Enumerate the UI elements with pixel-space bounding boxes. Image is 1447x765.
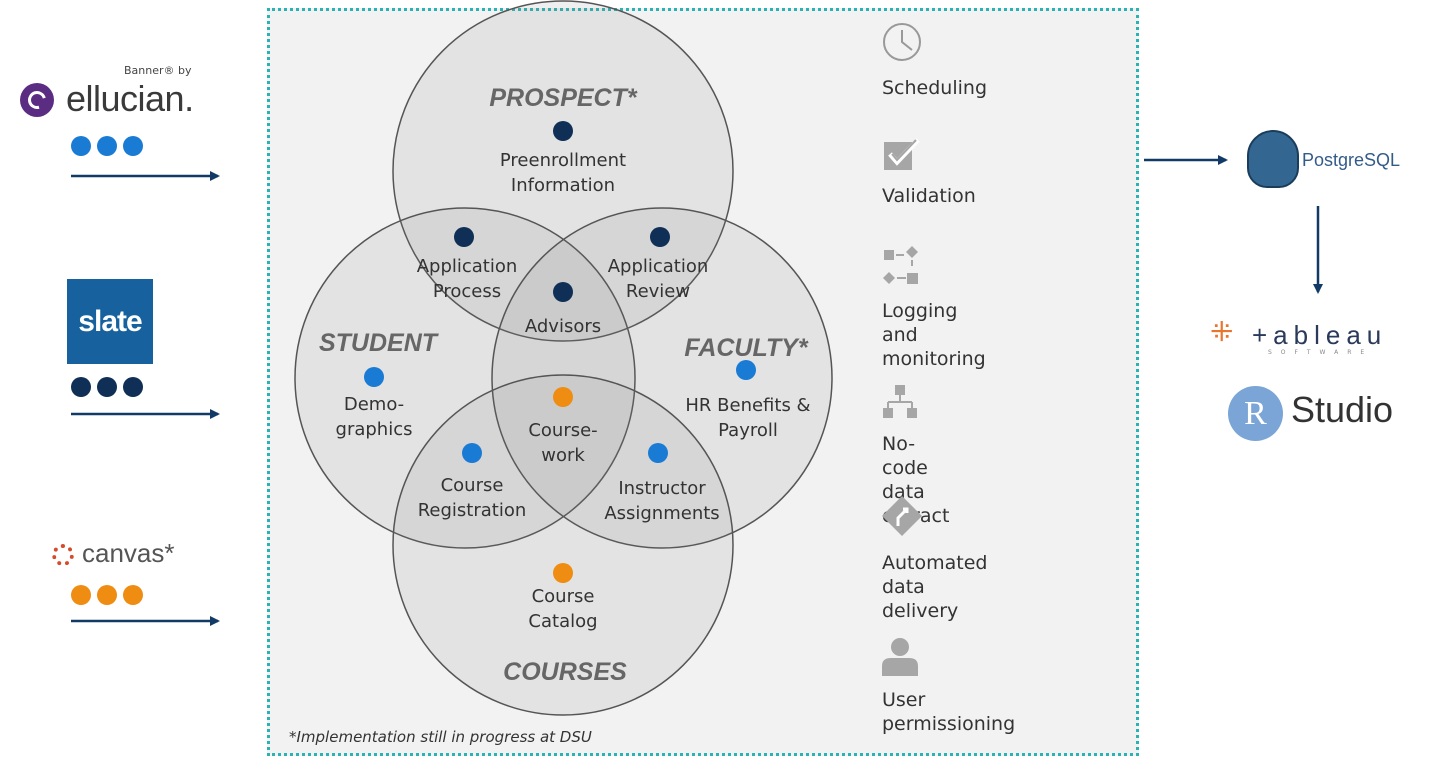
instructor-assignments-dot [648, 443, 668, 463]
rstudio-wordmark: Studio [1291, 389, 1394, 430]
hierarchy-icon [883, 385, 917, 418]
slate-dot-3 [123, 377, 143, 397]
slate-dot-2 [97, 377, 117, 397]
postgres-elephant-icon [1247, 130, 1299, 188]
footnote: *Implementation still in progress at DSU [289, 728, 592, 746]
postgres-wordmark: PostgreSQL [1302, 150, 1401, 170]
hr-benefits-dot [736, 360, 756, 380]
tableau-subtext: SOFTWARE [1268, 349, 1374, 356]
ellucian-banner-text: Banner® by [124, 64, 192, 77]
demographics-dot [364, 367, 384, 387]
prospect-circle [392, 0, 734, 342]
ellucian-dot-3 [123, 136, 143, 156]
ellucian-dot-2 [97, 136, 117, 156]
ellucian-dot-1 [71, 136, 91, 156]
tableau-cross-icon: ⁜ [1210, 315, 1234, 348]
preenrollment-dot [553, 121, 573, 141]
slate-logo: slate [67, 279, 153, 364]
ellucian-logo-icon [20, 83, 54, 117]
user-icon [882, 638, 918, 676]
canvas-dot-2 [97, 585, 117, 605]
course-catalog-dot [553, 563, 573, 583]
feature-label: Validation [882, 185, 976, 207]
clock-icon [883, 23, 921, 61]
feature-label: Logging and monitoring [882, 300, 986, 370]
faculty-circle [491, 207, 833, 549]
platform-panel [267, 8, 1139, 756]
direction-sign-icon [882, 496, 922, 536]
student-circle [294, 207, 636, 549]
r-logo-icon: R [1228, 386, 1283, 441]
feature-label: Scheduling [882, 77, 988, 99]
canvas-logo-icon [52, 544, 74, 566]
application-process-dot [454, 227, 474, 247]
tableau-wordmark: +ableau [1252, 320, 1388, 350]
courses-label: COURSES [503, 658, 627, 686]
ellucian-wordmark: ellucian. [66, 78, 194, 119]
prospect-label: PROSPECT* [489, 84, 638, 112]
checkbox-icon [884, 138, 920, 170]
workflow-icon [883, 246, 918, 284]
advisors-dot [553, 282, 573, 302]
feature-label: User permissioning [882, 689, 1016, 735]
canvas-wordmark: canvas* [82, 538, 175, 568]
coursework-label: Course-work [528, 420, 597, 466]
canvas-dot-1 [71, 585, 91, 605]
application-review-dot [650, 227, 670, 247]
hr-benefits-label: HR Benefits &Payroll [685, 395, 810, 441]
slate-dot-1 [71, 377, 91, 397]
feature-label: Automated data delivery [882, 552, 988, 622]
demographics-label: Demo-graphics [336, 394, 413, 440]
faculty-label: FACULTY* [684, 334, 808, 362]
advisors-label: Advisors [525, 316, 601, 337]
coursework-dot [553, 387, 573, 407]
student-label: STUDENT [319, 329, 440, 357]
course-registration-dot [462, 443, 482, 463]
canvas-dot-3 [123, 585, 143, 605]
